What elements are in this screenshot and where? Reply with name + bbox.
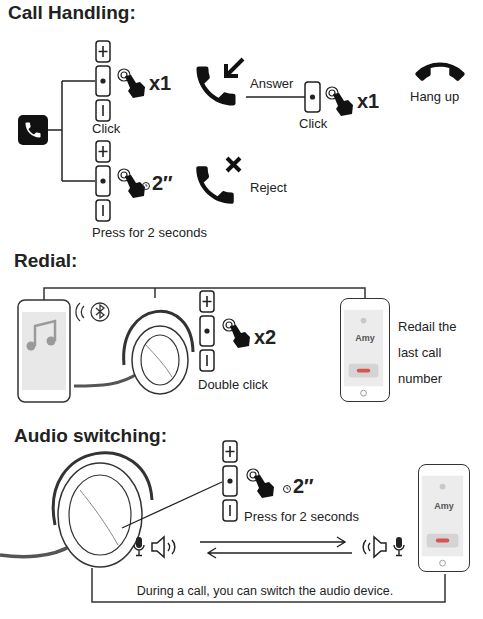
reject-cross: [227, 158, 240, 171]
phone-screen: [422, 476, 463, 556]
end-call-icon: [357, 369, 370, 373]
caption-note: During a call, you can switch the audio …: [95, 584, 435, 598]
ear-cup-inner: [141, 335, 179, 385]
clock-hands: [287, 487, 289, 489]
button-column: [200, 291, 214, 371]
contact-avatar: [361, 318, 367, 324]
call-icon: [18, 115, 48, 145]
press-hand: [118, 169, 145, 198]
action-label: Click: [299, 117, 349, 132]
section-heading: Redial:: [14, 250, 164, 272]
press-count: x2: [254, 326, 294, 349]
phone-screen-art: [419, 465, 469, 571]
ear-cup-detail: [80, 490, 118, 545]
speaker-icon-mirrored: [363, 537, 386, 557]
press-duration: 2″: [152, 172, 192, 195]
signal-waves: [76, 303, 84, 321]
action-label: Press for 2 seconds: [92, 226, 252, 241]
mic-icon: [394, 537, 404, 556]
phone-screen: [22, 312, 66, 390]
action-label: Reject: [250, 181, 310, 196]
music-phone: [18, 300, 70, 402]
button-column: [223, 441, 237, 521]
ear-cup: [58, 463, 142, 567]
speaker-icon: [152, 537, 175, 557]
press-duration: 2″: [293, 475, 333, 498]
clock-icon: [284, 486, 291, 493]
home-button: [361, 390, 367, 396]
action-label: Hang up: [410, 90, 480, 105]
switch-arrows: [200, 537, 352, 558]
press-count: x1: [357, 90, 397, 113]
boom-mic: [74, 372, 140, 386]
bluetooth-icon: [91, 303, 109, 321]
speaker-icon: [363, 537, 386, 557]
contact-name: Amy: [419, 501, 469, 511]
section-heading: Audio switching:: [14, 425, 234, 447]
action-label: Answer: [250, 77, 310, 92]
phone-node: Amy: [340, 298, 390, 402]
branch-lines: [48, 81, 95, 181]
home-button: [440, 560, 446, 566]
mic-icon: [134, 537, 144, 556]
action-label: Double click: [198, 378, 318, 393]
press-hand: [247, 469, 274, 498]
clock-icon: [143, 183, 150, 190]
ear-cup-detail: [146, 345, 172, 377]
clock-hands: [146, 184, 148, 186]
button-column: [96, 141, 110, 221]
button-dot: [310, 94, 315, 99]
press-hand: [326, 87, 353, 116]
call-bar: [427, 534, 459, 548]
action-label: Click: [92, 122, 152, 137]
answer-line: [246, 96, 305, 98]
music-note-head: [47, 337, 56, 346]
leader-line: [122, 482, 222, 528]
end-call-icon: [436, 539, 449, 543]
incoming-arrow: [226, 59, 243, 76]
phone-screen-art: [341, 299, 389, 401]
multi-button: [305, 82, 320, 112]
call-bar: [349, 364, 379, 378]
music-note: [35, 321, 55, 346]
press-hand: [118, 69, 145, 98]
contact-avatar: [440, 484, 446, 490]
boom-mic: [0, 545, 72, 557]
description-note: Redail the last call number: [398, 314, 478, 392]
call-icon-handset: [26, 123, 41, 138]
action-label: Press for 2 seconds: [244, 510, 404, 525]
press-hand: [223, 319, 250, 348]
contact-name: Amy: [341, 333, 389, 343]
music-note-head: [27, 342, 36, 351]
ear-cup-inner: [69, 475, 131, 555]
section-heading: Call Handling:: [8, 2, 228, 24]
bluetooth-rune: [96, 305, 104, 318]
button-column: [96, 41, 110, 121]
phone-node: Amy: [418, 464, 470, 572]
press-count: x1: [149, 72, 189, 95]
ear-cup: [132, 326, 188, 394]
phone-screen: [344, 310, 383, 387]
bracket-line: [92, 568, 445, 602]
